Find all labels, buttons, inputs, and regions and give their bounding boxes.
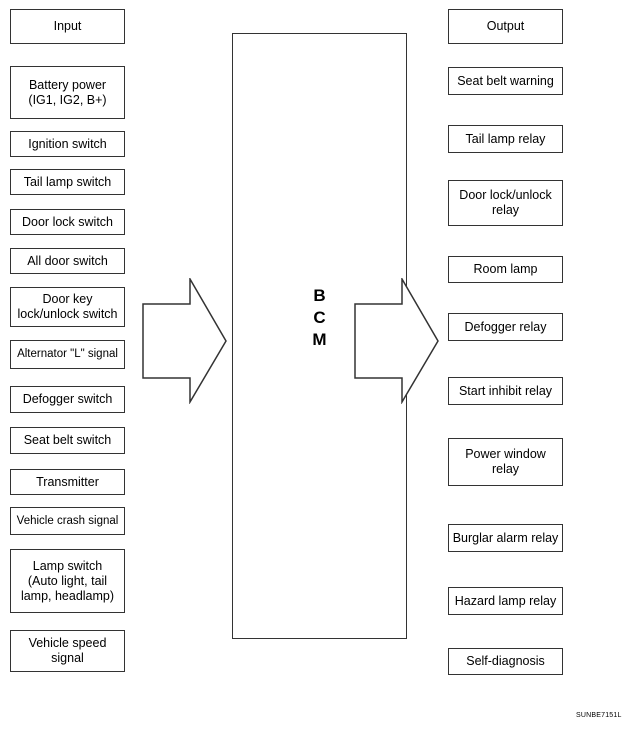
input-vehicle-speed-signal: Vehicle speed signal bbox=[10, 630, 125, 672]
output-start-inhibit-relay: Start inhibit relay bbox=[448, 377, 563, 405]
bcm-letter-c: C bbox=[313, 308, 326, 327]
output-burglar-alarm-relay: Burglar alarm relay bbox=[448, 524, 563, 552]
input-door-key-switch: Door key lock/unlock switch bbox=[10, 287, 125, 327]
output-defogger-relay: Defogger relay bbox=[448, 313, 563, 341]
input-door-lock-switch: Door lock switch bbox=[10, 209, 125, 235]
input-lamp-switch: Lamp switch (Auto light, tail lamp, head… bbox=[10, 549, 125, 613]
input-all-door-switch: All door switch bbox=[10, 248, 125, 274]
input-tail-lamp-switch: Tail lamp switch bbox=[10, 169, 125, 195]
output-arrow bbox=[354, 278, 439, 404]
output-hazard-lamp-relay: Hazard lamp relay bbox=[448, 587, 563, 615]
input-header: Input bbox=[10, 9, 125, 44]
output-power-window-relay: Power window relay bbox=[448, 438, 563, 486]
input-vehicle-crash-signal: Vehicle crash signal bbox=[10, 507, 125, 535]
output-self-diagnosis: Self-diagnosis bbox=[448, 648, 563, 675]
input-alternator-signal: Alternator "L" signal bbox=[10, 340, 125, 369]
bcm-letter-b: B bbox=[313, 286, 326, 305]
figure-code: SUNBE7151L bbox=[576, 712, 622, 719]
input-ignition-switch: Ignition switch bbox=[10, 131, 125, 157]
output-header: Output bbox=[448, 9, 563, 44]
output-tail-lamp-relay: Tail lamp relay bbox=[448, 125, 563, 153]
input-seat-belt-switch: Seat belt switch bbox=[10, 427, 125, 454]
output-room-lamp: Room lamp bbox=[448, 256, 563, 283]
input-transmitter: Transmitter bbox=[10, 469, 125, 495]
input-defogger-switch: Defogger switch bbox=[10, 386, 125, 413]
output-door-lock-relay: Door lock/unlock relay bbox=[448, 180, 563, 226]
bcm-letter-m: M bbox=[312, 330, 327, 349]
input-battery-power: Battery power (IG1, IG2, B+) bbox=[10, 66, 125, 119]
output-seat-belt-warning: Seat belt warning bbox=[448, 67, 563, 95]
input-arrow bbox=[142, 278, 227, 404]
